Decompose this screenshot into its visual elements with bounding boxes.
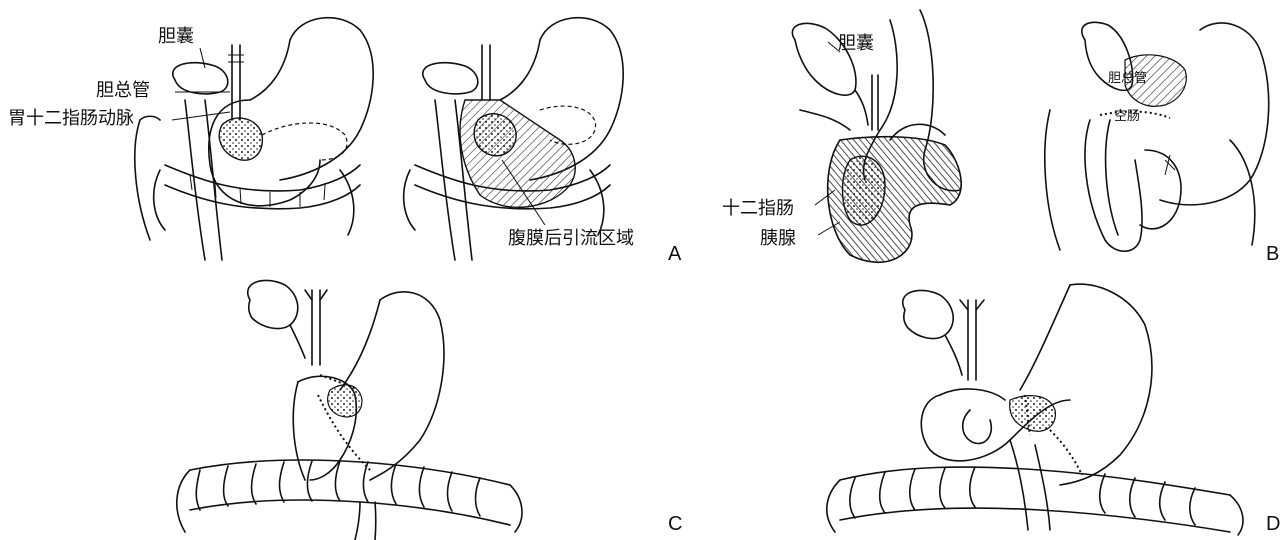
panel-c: C [0, 270, 690, 540]
panel-c-drawing [177, 280, 522, 540]
panel-d-drawing [827, 284, 1243, 535]
label-common-bile-duct: 胆总管 [96, 82, 150, 100]
label-pancreas: 胰腺 [760, 230, 796, 248]
label-common-bile-duct-b: 胆总管 [1108, 72, 1147, 85]
panel-a2-drawing [404, 18, 624, 260]
label-retroperitoneal-drainage: 腹膜后引流区域 [508, 230, 634, 248]
panel-letter-c: C [668, 514, 682, 534]
panel-letter-a: A [668, 244, 681, 264]
panel-a: 胆囊 胆总管 胃十二指肠动脉 腹膜后引流区域 A [0, 0, 690, 270]
label-gallbladder-a: 胆囊 [158, 28, 194, 46]
panel-a1-drawing [135, 18, 373, 260]
panel-d-illustration [690, 270, 1282, 540]
panel-b: 胆囊 十二指肠 胰腺 胆总管 空肠 B [690, 0, 1282, 270]
label-gallbladder-b: 胆囊 [838, 35, 874, 53]
label-jejunum: 空肠 [1114, 110, 1140, 123]
panel-letter-d: D [1266, 514, 1280, 534]
panel-b1-drawing [792, 10, 961, 262]
panel-letter-b: B [1266, 244, 1279, 264]
panel-c-illustration [0, 270, 690, 540]
panel-b2-drawing [1045, 22, 1269, 251]
panel-d: D [690, 270, 1282, 540]
label-duodenum: 十二指肠 [722, 200, 794, 218]
label-gastroduodenal-artery: 胃十二指肠动脉 [8, 110, 134, 128]
